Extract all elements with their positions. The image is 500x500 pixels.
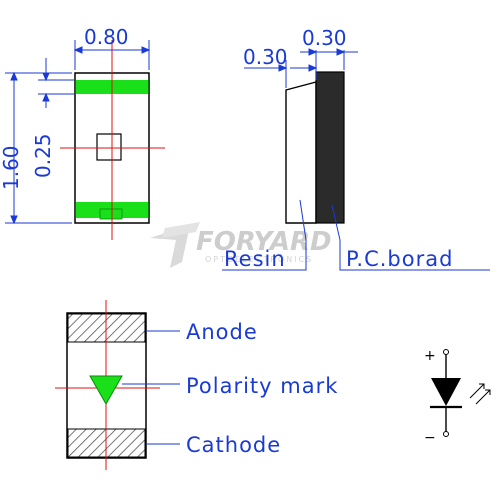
- bottom-leaders: [122, 330, 180, 445]
- polarity-mark-triangle: [89, 375, 123, 406]
- watermark-logo: FORYARD OPTOELECTRONICS: [150, 222, 332, 268]
- watermark-brand: FORYARD: [196, 227, 332, 257]
- minus-sign: −: [424, 430, 436, 446]
- bottom-view: Anode Polarity mark Cathode: [55, 300, 338, 470]
- length-dimension: [5, 71, 72, 225]
- pad-label: 0.25: [31, 133, 55, 178]
- led-symbol: + −: [424, 348, 491, 446]
- plus-sign: +: [424, 348, 436, 364]
- polarity-label: Polarity mark: [186, 374, 338, 398]
- pcb-body: [315, 71, 345, 224]
- thickness-dimension: [244, 48, 358, 88]
- chip-die: [96, 133, 122, 161]
- light-arrows-icon: [469, 383, 491, 405]
- pcb-thickness-label: 0.30: [302, 26, 347, 50]
- cathode-notch: [99, 208, 123, 220]
- resin-body: [285, 81, 317, 224]
- length-label: 1.60: [0, 145, 23, 190]
- pad-dimension: [38, 58, 74, 108]
- cathode-label: Cathode: [186, 433, 281, 457]
- diode-triangle: [431, 378, 461, 406]
- width-dimension: [73, 40, 151, 70]
- top-view: 0.80 1.60 0.25: [0, 25, 165, 240]
- watermark-sub: OPTOELECTRONICS: [205, 255, 313, 264]
- side-leaders: [222, 199, 490, 271]
- anode-label: Anode: [186, 320, 258, 344]
- pcb-label: P.C.borad: [346, 247, 453, 271]
- side-view: 0.30 0.30 Resin P.C.borad: [222, 26, 490, 271]
- width-label: 0.80: [84, 25, 129, 49]
- resin-thickness-label: 0.30: [243, 45, 288, 69]
- resin-label: Resin: [224, 247, 286, 271]
